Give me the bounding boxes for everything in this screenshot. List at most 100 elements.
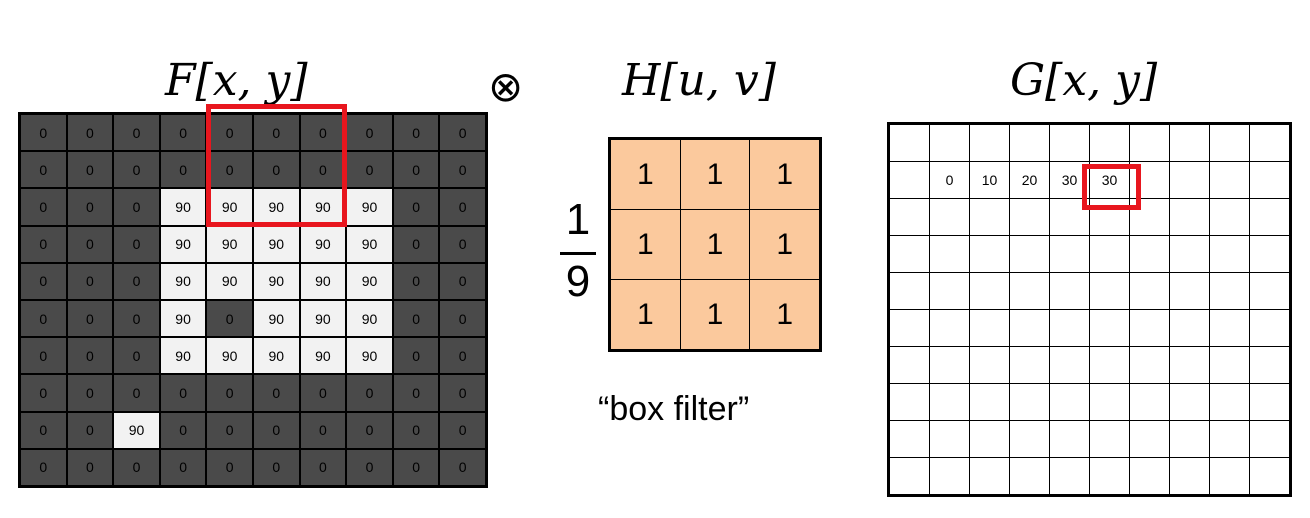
- g-cell: [1090, 273, 1129, 309]
- g-cell: [1210, 236, 1249, 272]
- g-cell: [930, 125, 969, 161]
- g-cell: [1210, 125, 1249, 161]
- f-cell: 0: [114, 263, 159, 299]
- g-title: G[x, y]: [1010, 55, 1158, 106]
- f-cell: 90: [347, 263, 392, 299]
- f-cell: 0: [393, 115, 439, 151]
- g-cell: [1170, 125, 1209, 161]
- h-cell: 1: [611, 280, 680, 349]
- g-cell: 20: [1010, 162, 1049, 198]
- f-cell: 90: [207, 338, 252, 374]
- f-cell: 90: [160, 189, 206, 225]
- f-cell: 0: [67, 301, 113, 337]
- f-cell: 90: [347, 338, 392, 374]
- f-cell: 90: [114, 412, 159, 448]
- f-cell: 90: [160, 301, 206, 337]
- g-cell: [1090, 384, 1129, 420]
- g-cell: 10: [970, 162, 1009, 198]
- f-cell: 0: [347, 412, 392, 448]
- f-cell: 0: [114, 152, 159, 188]
- f-cell: 0: [114, 226, 159, 262]
- f-cell: 0: [160, 115, 206, 151]
- f-cell: 0: [440, 375, 485, 411]
- h-cell: 1: [611, 210, 680, 279]
- f-cell: 90: [300, 263, 346, 299]
- f-cell: 0: [300, 412, 346, 448]
- f-cell: 0: [21, 263, 66, 299]
- g-cell: [890, 310, 929, 346]
- kernel-caption: “box filter”: [598, 390, 750, 428]
- g-cell: [1130, 236, 1169, 272]
- g-cell: [1250, 347, 1289, 383]
- f-cell: 0: [347, 152, 392, 188]
- g-cell: [1090, 310, 1129, 346]
- g-cell: [1250, 125, 1289, 161]
- f-cell: 90: [253, 226, 299, 262]
- f-cell: 90: [160, 226, 206, 262]
- g-cell: [1050, 125, 1089, 161]
- g-cell: [1130, 384, 1169, 420]
- g-cell: [1250, 273, 1289, 309]
- g-cell: [1130, 421, 1169, 457]
- f-cell: 0: [393, 263, 439, 299]
- g-cell: [1170, 310, 1209, 346]
- g-cell: [930, 273, 969, 309]
- g-cell: [970, 384, 1009, 420]
- g-cell: [970, 273, 1009, 309]
- g-cell: [890, 273, 929, 309]
- g-cell: [1050, 421, 1089, 457]
- f-cell: 0: [253, 152, 299, 188]
- f-cell: 0: [300, 375, 346, 411]
- f-cell: 0: [67, 263, 113, 299]
- f-cell: 0: [440, 115, 485, 151]
- g-cell: [1250, 199, 1289, 235]
- g-cell: [970, 421, 1009, 457]
- f-cell: 90: [253, 301, 299, 337]
- f-cell: 0: [393, 301, 439, 337]
- g-cell: [970, 347, 1009, 383]
- g-cell: [1170, 347, 1209, 383]
- f-cell: 0: [21, 115, 66, 151]
- g-cell: [1210, 162, 1249, 198]
- f-cell: 90: [300, 189, 346, 225]
- f-title: F[x, y]: [165, 55, 308, 106]
- h-cell: 1: [750, 280, 819, 349]
- f-cell: 0: [207, 152, 252, 188]
- g-cell: [1090, 421, 1129, 457]
- f-cell: 0: [393, 449, 439, 485]
- g-cell: [970, 199, 1009, 235]
- h-cell: 1: [750, 210, 819, 279]
- f-cell: 0: [347, 115, 392, 151]
- f-cell: 90: [347, 301, 392, 337]
- f-cell: 0: [114, 338, 159, 374]
- f-cell: 0: [393, 412, 439, 448]
- f-cell: 0: [440, 412, 485, 448]
- g-cell: [1050, 310, 1089, 346]
- g-cell: [1090, 458, 1129, 494]
- g-cell: [1170, 199, 1209, 235]
- f-cell: 0: [393, 338, 439, 374]
- f-cell: 0: [160, 152, 206, 188]
- f-cell: 0: [440, 152, 485, 188]
- f-cell: 90: [253, 338, 299, 374]
- fraction-denominator: 9: [565, 257, 591, 306]
- h-cell: 1: [680, 210, 750, 279]
- f-cell: 0: [300, 115, 346, 151]
- g-cell: [1050, 347, 1089, 383]
- g-cell: [930, 421, 969, 457]
- g-cell: [1250, 236, 1289, 272]
- f-cell: 0: [67, 412, 113, 448]
- f-cell: 0: [253, 375, 299, 411]
- g-cell: [930, 458, 969, 494]
- f-cell: 0: [440, 301, 485, 337]
- g-cell: [890, 236, 929, 272]
- f-cell: 0: [21, 189, 66, 225]
- g-cell: [1090, 347, 1129, 383]
- f-cell: 0: [114, 115, 159, 151]
- f-cell: 90: [347, 189, 392, 225]
- g-cell: [1250, 458, 1289, 494]
- convolution-operator-icon: ⊗: [488, 63, 524, 110]
- g-cell: [1130, 273, 1169, 309]
